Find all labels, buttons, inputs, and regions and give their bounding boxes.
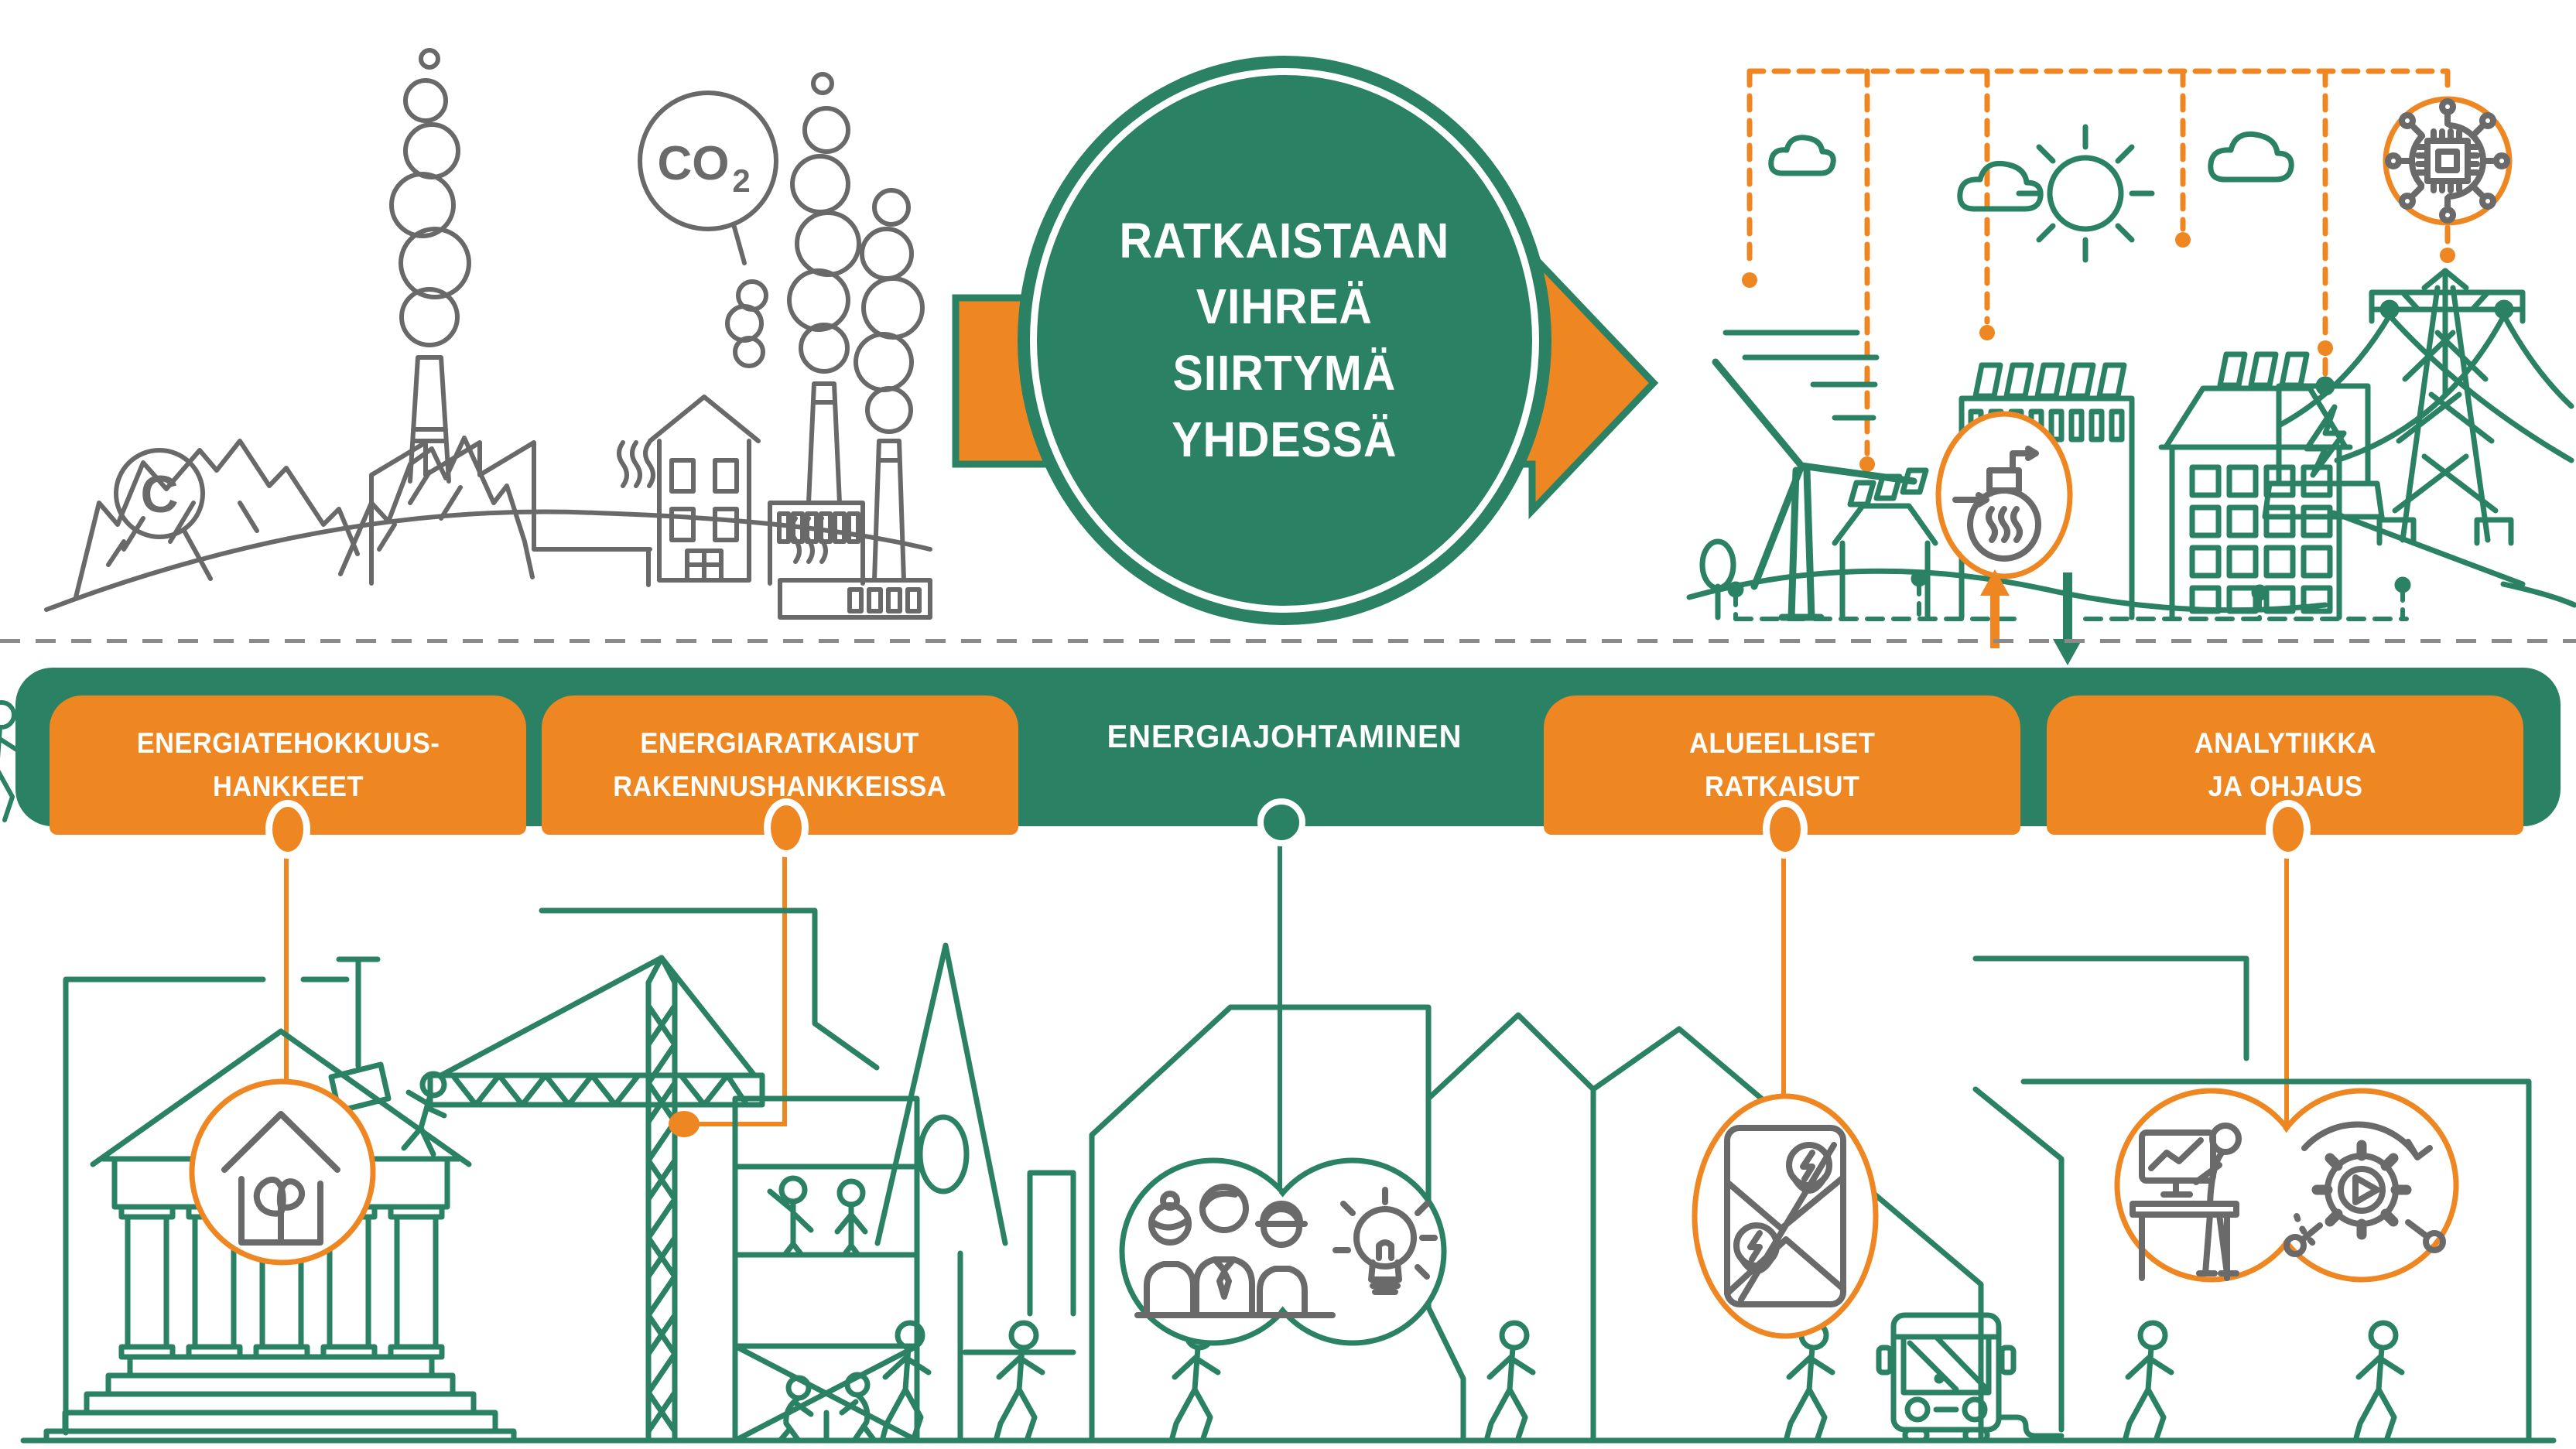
analytics-desk-icon (2130, 1123, 2242, 1281)
title-circle: RATKAISTAAN VIHREÄ SIIRTYMÄ YHDESSÄ (1018, 56, 1551, 625)
tall-chimney-icon (389, 48, 471, 484)
connector-lines (284, 832, 2289, 1207)
eco-house-icon (189, 1078, 376, 1266)
carbon-label: C (140, 465, 178, 524)
digital-chip-icon (2383, 96, 2513, 226)
walking-person-icon (0, 700, 22, 822)
electric-bus-icon (1876, 1312, 2065, 1444)
dashed-line-dots (1742, 232, 2455, 472)
tab-label-line: ENERGIATEHOKKUUS- (136, 727, 440, 759)
co2-bubble-icon (638, 91, 778, 265)
scaffolding-workers-icon (732, 1095, 920, 1444)
green-city-illustration (1686, 68, 2576, 665)
co2-subscript: 2 (732, 162, 750, 199)
tab-label-line: ENERGIARATKAISUT (640, 727, 920, 759)
cloud-icon (1768, 131, 2294, 212)
energy-map-icon (1692, 1093, 1879, 1339)
solutions-illustration (0, 700, 2557, 1444)
house-icon (648, 279, 768, 583)
tab-label-line: RATKAISUT (1704, 771, 1860, 802)
fossil-city-illustration: C CO 2 (44, 48, 932, 620)
power-pylon-icon (2276, 268, 2574, 546)
sun-icon (2016, 124, 2155, 263)
connector-dot-4 (1763, 800, 1808, 859)
title-line-3: SIIRTYMÄ (1172, 345, 1397, 401)
team-icon (1134, 1184, 1336, 1318)
title-line-4: YHDESSÄ (1172, 411, 1397, 467)
tab-energiajohtaminen[interactable]: ENERGIAJOHTAMINEN (1107, 718, 1462, 754)
connector-dot-5 (2266, 800, 2311, 859)
co2-label: CO (658, 137, 730, 190)
team-idea-bubble (1119, 1157, 1447, 1346)
dashed-divider (0, 639, 2576, 643)
connector-dot-1 (265, 800, 310, 859)
page-title: RATKAISTAAN VIHREÄ SIIRTYMÄ YHDESSÄ (1120, 208, 1450, 473)
analytics-automation-bubble (2114, 1088, 2459, 1283)
title-line-1: RATKAISTAAN (1119, 212, 1450, 268)
construction-crane-icon (427, 955, 765, 1444)
tab-label-line: ANALYTIIKKA (2194, 727, 2376, 759)
tab-label-line: HANKKEET (212, 771, 364, 802)
carbon-bubble-icon (114, 448, 213, 581)
mid-factory-icon (768, 72, 865, 586)
connector-dot-2 (764, 798, 809, 857)
smart-grid-dashed-lines (1746, 68, 2451, 456)
ground-arc (44, 509, 932, 612)
right-factory-icon (778, 188, 932, 620)
tab-label-line: RAKENNUSHANKKEISSA (613, 771, 947, 802)
heat-pump-icon (1935, 411, 2073, 579)
solar-house-icon (1832, 467, 1938, 620)
battery-substation-icon (2262, 376, 2385, 520)
tab-energiaratkaisut-rakennushankkeissa[interactable]: ENERGIARATKAISUT RAKENNUSHANKKEISSA (542, 695, 1018, 835)
connector-dot-3 (1257, 798, 1305, 846)
automation-gear-icon (2284, 1121, 2446, 1257)
tab-label-line: JA OHJAUS (2208, 771, 2362, 802)
crane-connector-dot (669, 1111, 700, 1137)
tab-label-line: ALUEELLISET (1688, 727, 1876, 759)
idea-bulb-icon (1332, 1187, 1438, 1295)
title-line-2: VIHREÄ (1196, 279, 1373, 335)
fossil-factory-icon (369, 440, 652, 587)
tree-icon (1699, 538, 1736, 620)
back-building-outline (63, 976, 350, 1436)
ground-hills (1686, 510, 2576, 621)
city-skyline-outline (539, 907, 2532, 1444)
